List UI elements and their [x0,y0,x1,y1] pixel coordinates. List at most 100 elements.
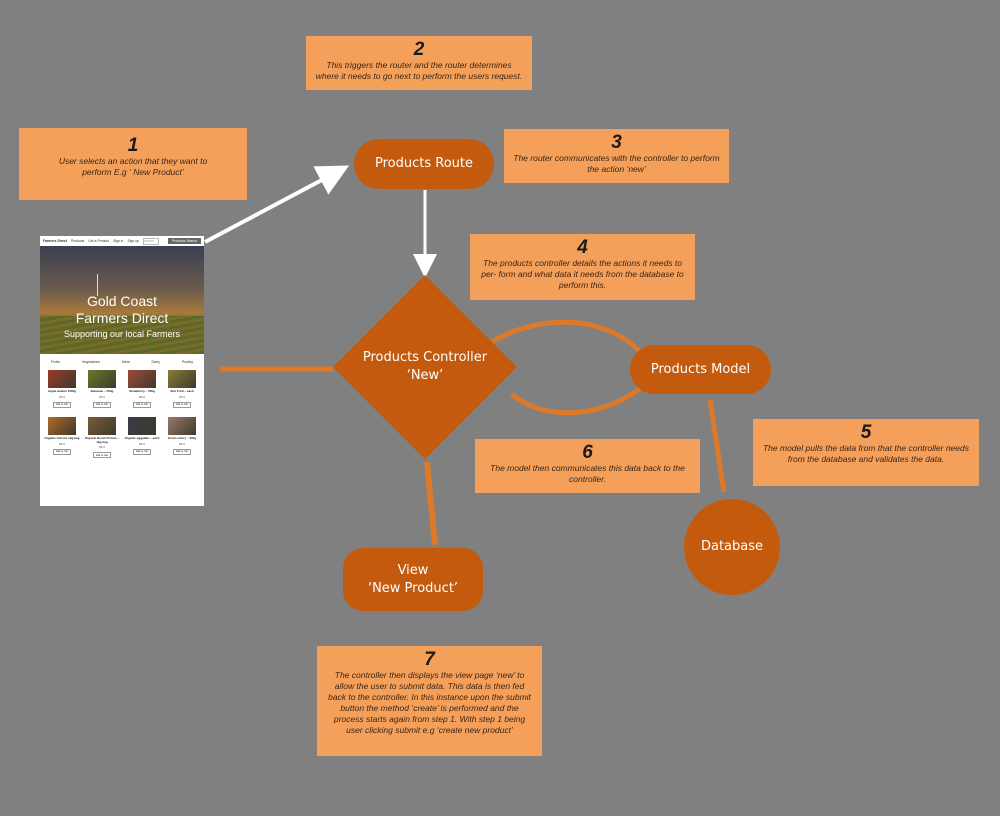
database-node: Database [684,499,780,595]
step-7-text: The controller then displays the view pa… [328,669,531,736]
line-controller-to-model [490,319,642,354]
website-hero-title: Gold Coast Farmers Direct [40,293,204,327]
step-2-note: 2 This triggers the router and the route… [306,36,532,90]
website-nav-sign-up[interactable]: Sign up [127,239,139,243]
category-poultry[interactable]: Poultry [181,360,193,364]
wind-turbine-icon [97,274,98,296]
step-2-number: 2 [413,39,425,60]
line-model-to-controller [510,386,642,416]
product-name: Green celery – 300g [167,435,197,440]
product-price: $5.0 [99,445,105,450]
add-to-cart-button[interactable]: add to cart [52,401,72,408]
product-card: Organic Carrots 1kg bag $5.0 add to cart [44,416,80,459]
products-route-label: Products Route [374,156,473,172]
product-name: Bananas – 500g [90,389,114,393]
farm-field-image [40,316,204,354]
website-hero-subtitle: Supporting our local Farmers [63,329,181,339]
step-1-text: User selects an action that they want to… [58,155,208,177]
product-card: Apple bucket 1000g $5.0 add to cart [44,370,80,408]
step-3-number: 3 [611,132,622,153]
line-model-to-database [707,399,727,493]
product-price: $5.0 [179,441,185,446]
product-image [88,416,116,435]
product-card: Star Fruit – each $5.0 add to cart [164,370,200,408]
controller-diamond [333,275,517,459]
step-3-text: The router communicates with the control… [513,152,720,174]
view-node: View ‘New Product’ [343,548,483,611]
product-name: Apple bucket 1000g [47,389,77,393]
product-card: Organic eggplant – each $5.0 add to cart [124,416,160,459]
product-image [128,416,156,435]
step-7-note: 7 The controller then displays the view … [317,646,542,756]
products-controller-node: Products Controller ‘New’ [345,345,505,389]
products-model-label: Products Model [650,361,751,377]
product-price: $5.0 [139,441,145,446]
add-to-cart-button[interactable]: add to cart [132,401,152,408]
products-controller-action: ‘New’ [406,368,444,383]
website-search-button[interactable]: Products Search [167,238,201,244]
add-to-cart-button[interactable]: add to cart [92,401,112,408]
hero-title-line-1: Gold Coast [86,293,158,309]
product-image [168,370,196,388]
product-card: Strawberry – 500g $5.0 add to cart [124,370,160,408]
product-name: Organic Carrots 1kg bag [44,435,80,440]
product-price: $5.0 [59,394,65,399]
products-controller-label: Products Controller [362,350,488,366]
step-1-number: 1 [127,135,139,156]
add-to-cart-button[interactable]: add to cart [172,401,192,408]
step-4-note: 4 The products controller details the ac… [470,234,695,300]
category-fruits[interactable]: Fruits [50,360,60,364]
category-meat[interactable]: Meat [121,360,130,364]
product-name: Strawberry – 500g [129,389,155,393]
product-price: $5.0 [139,394,145,399]
line-controller-to-view [424,461,438,546]
database-label: Database [700,539,764,555]
product-card: Organic Brown Potato – 1kg bag $5.0 add … [84,416,120,459]
products-model-node: Products Model [630,345,771,394]
product-name: Organic eggplant – each [124,435,160,440]
step-4-text: The products controller details the acti… [481,257,684,291]
step-6-note: 6 The model then communicates this data … [475,439,700,493]
product-card: Bananas – 500g $5.0 add to cart [84,370,120,408]
step-4-number: 4 [577,237,588,258]
add-to-cart-button[interactable]: add to cart [172,448,192,455]
products-route-node: Products Route [354,139,494,189]
product-price: $5.0 [59,441,65,446]
website-brand[interactable]: Farmers Direct [43,239,67,243]
product-image [128,370,156,388]
step-1-note: 1 User selects an action that they want … [19,128,247,200]
website-product-grid: Apple bucket 1000g $5.0 add to cart Bana… [40,364,204,459]
step-6-number: 6 [582,442,593,463]
website-nav-products[interactable]: Products [70,239,85,243]
product-image [48,370,76,388]
product-card: Green celery – 300g $5.0 add to cart [164,416,200,459]
category-dairy[interactable]: Dairy [151,360,160,364]
website-nav-list-product[interactable]: List a Product [88,239,110,243]
step-5-text: The model pulls the data from that the c… [762,442,969,464]
hero-title-line-2: Farmers Direct [75,309,169,326]
website-search-input[interactable]: search [142,237,159,245]
product-name: Organic Brown Potato – 1kg bag [84,435,120,444]
product-image [168,416,196,435]
website-screenshot: Farmers Direct Products List a Product S… [40,236,204,506]
step-5-note: 5 The model pulls the data from that the… [753,419,979,486]
category-vegetables[interactable]: Vegetables [81,360,100,364]
step-2-text: This triggers the router and the router … [315,59,523,81]
product-image [48,416,76,435]
step-5-number: 5 [860,422,872,443]
step-3-note: 3 The router communicates with the contr… [504,129,729,183]
website-categories: Fruits Vegetables Meat Dairy Poultry [40,360,204,364]
product-price: $5.0 [99,394,105,399]
product-name: Star Fruit – each [170,389,194,393]
add-to-cart-button[interactable]: add to cart [132,448,152,455]
step-6-text: The model then communicates this data ba… [490,462,685,484]
website-nav-sign-in[interactable]: Sign in [113,239,124,243]
website-navbar: Farmers Direct Products List a Product S… [40,236,204,246]
product-image [88,370,116,388]
add-to-cart-button[interactable]: add to cart [52,448,72,455]
step-7-number: 7 [424,649,435,670]
add-to-cart-button[interactable]: add to cart [92,452,112,459]
view-label: View [397,562,429,578]
arrow-user-to-route [204,165,350,244]
